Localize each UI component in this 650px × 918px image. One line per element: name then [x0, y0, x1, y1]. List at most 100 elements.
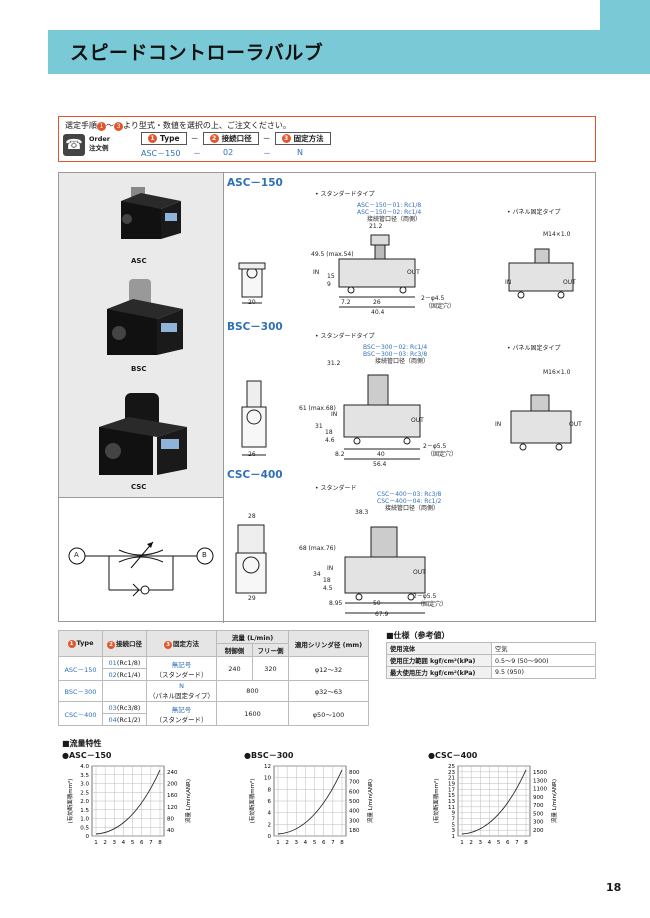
- y2-tick-label: 900: [533, 795, 544, 801]
- y-tick-label: 1.0: [80, 817, 89, 823]
- csc-in: IN: [327, 565, 334, 572]
- asc-dim-49-5: 49.5 (max.54): [311, 251, 354, 258]
- y2-tick-label: 40: [167, 828, 174, 834]
- x-tick-label: 2: [285, 840, 289, 846]
- bsc-heading: BSC－300: [227, 321, 283, 333]
- asc-panel-view: [508, 248, 574, 299]
- x-tick-label: 1: [94, 840, 98, 846]
- csc-out: OUT: [413, 569, 426, 576]
- bsc-panel-label: • パネル固定タイプ: [507, 345, 561, 352]
- asc-panel-label: • パネル固定タイプ: [507, 209, 561, 216]
- asc-dim-20: 20: [248, 299, 256, 306]
- asc-m14: M14×1.0: [543, 231, 571, 238]
- asc-heading: ASC－150: [227, 177, 283, 189]
- y2-tick-label: 800: [349, 770, 360, 776]
- y-tick-label: 3.5: [80, 773, 89, 779]
- page-title: スピードコントローラバルブ: [70, 42, 324, 64]
- asc-side-view: [238, 262, 266, 304]
- y-tick-label: 23: [448, 770, 455, 776]
- y-tick-label: 5: [452, 822, 456, 828]
- photo-label-csc: CSC: [131, 483, 147, 491]
- asc-standard-label: • スタンダードタイプ: [315, 191, 375, 198]
- csc-hole-note: （固定穴）: [417, 601, 448, 608]
- x-tick-label: 1: [460, 840, 464, 846]
- x-tick-label: 7: [331, 840, 335, 846]
- y2-tick-label: 500: [533, 811, 544, 817]
- phone-icon: ☎: [63, 134, 85, 156]
- bsc-panel-out: OUT: [569, 421, 582, 428]
- csc-photo: [99, 393, 187, 475]
- y2-tick-label: 240: [167, 770, 178, 776]
- csc-dim-28: 28: [248, 513, 256, 520]
- y-tick-label: 15: [448, 793, 455, 799]
- y-tick-label: 4.0: [80, 764, 89, 770]
- x-tick-label: 5: [497, 840, 501, 846]
- y-axis-label: (有効断面積mm²): [248, 779, 256, 824]
- asc-hole: 2－φ4.5: [421, 295, 445, 302]
- bsc-dim-56-4: 56.4: [373, 461, 387, 468]
- y2-tick-label: 700: [349, 780, 360, 786]
- asc-dim-7-2: 7.2: [341, 299, 351, 306]
- bsc-in: IN: [331, 411, 338, 418]
- x-tick-label: 8: [340, 840, 344, 846]
- csc-port-label: 接続管口径（両側）: [385, 505, 440, 512]
- y2-tick-label: 600: [349, 789, 360, 795]
- y2-tick-label: 200: [533, 828, 544, 834]
- y2-tick-label: 400: [349, 809, 360, 815]
- csc-hole: 2－φ5.5: [413, 593, 437, 600]
- csc-side-view: [235, 524, 267, 594]
- product-photos: [99, 187, 187, 475]
- flow-curve: [277, 769, 343, 835]
- x-tick-label: 2: [469, 840, 473, 846]
- x-tick-label: 8: [158, 840, 162, 846]
- y2-axis-label: 流量 L/min(ANR): [184, 779, 192, 823]
- y-tick-label: 12: [264, 764, 271, 770]
- bsc-standard-label: • スタンダードタイプ: [315, 333, 375, 340]
- row-csc: CSC－400: [58, 701, 103, 726]
- dimension-drawings: [235, 234, 574, 614]
- y-tick-label: 7: [452, 817, 456, 823]
- y-tick-label: 13: [448, 799, 455, 805]
- port-b-label: B: [202, 551, 207, 559]
- csc-dim-34: 34: [313, 571, 321, 578]
- bsc-hole: 2－φ5.5: [423, 443, 447, 450]
- y-tick-label: 0: [86, 834, 90, 840]
- x-tick-label: 3: [295, 840, 299, 846]
- y2-tick-label: 1100: [533, 787, 547, 793]
- y2-axis-label: 流量 L/min(ANR): [366, 779, 374, 823]
- csc-heading: CSC－400: [227, 469, 283, 481]
- row-asc: ASC－150: [58, 656, 103, 681]
- y-tick-label: 2: [268, 822, 272, 828]
- pneumatic-symbol-panel: A B: [59, 498, 224, 623]
- y2-tick-label: 180: [349, 828, 360, 834]
- x-tick-label: 5: [131, 840, 135, 846]
- y2-tick-label: 300: [349, 818, 360, 824]
- y-tick-label: 3: [452, 828, 456, 834]
- y2-tick-label: 120: [167, 805, 178, 811]
- asc-panel-in: IN: [505, 279, 512, 286]
- y-tick-label: 3.0: [80, 782, 89, 788]
- y2-tick-label: 300: [533, 820, 544, 826]
- y-axis-label: (有効断面積mm²): [66, 779, 74, 824]
- csc-dim-8-95: 8.95: [329, 600, 343, 607]
- csc-dim-38-3: 38.3: [355, 509, 369, 516]
- y-tick-label: 8: [268, 787, 272, 793]
- x-tick-label: 4: [304, 840, 308, 846]
- header-accent-strip: [600, 0, 650, 74]
- spec-title: ■仕様（参考値）: [386, 631, 450, 640]
- order-label: Order 注文例: [89, 135, 110, 152]
- csc-standard-label: • スタンダード: [315, 485, 357, 492]
- bsc-dim-8-2: 8.2: [335, 451, 345, 458]
- x-tick-label: 1: [276, 840, 280, 846]
- bsc-hole-note: （固定穴）: [427, 451, 458, 458]
- bsc-dim-40: 40: [377, 451, 385, 458]
